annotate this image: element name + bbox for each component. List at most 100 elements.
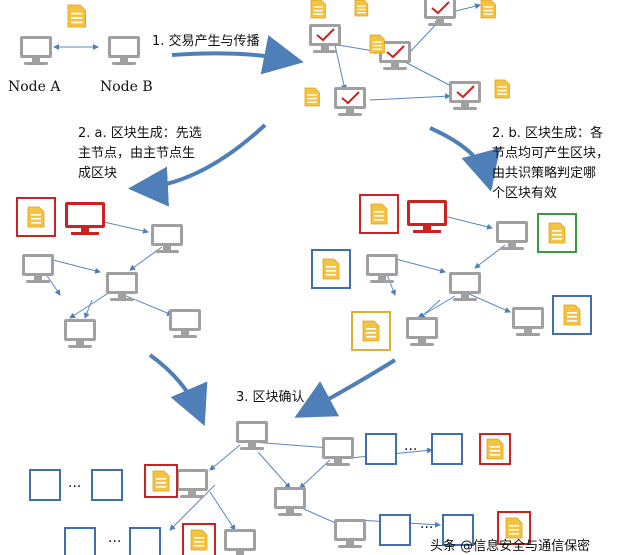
computer-icon (449, 272, 481, 301)
computer-icon (334, 519, 366, 548)
step2b-line1: 2. b. 区块生成：各 (492, 125, 603, 141)
document-icon (362, 320, 380, 342)
curved-arrow-icon (171, 35, 304, 75)
block-box-icon (359, 194, 399, 234)
link-arrow (69, 291, 111, 319)
node-a-label: Node A (8, 79, 61, 95)
link-arrow (334, 44, 347, 91)
step3-label: 3. 区块确认 (236, 390, 305, 405)
computer-icon (309, 24, 341, 53)
curved-arrow-icon (148, 353, 208, 427)
checkmark-icon (456, 85, 475, 99)
link-arrow (474, 244, 506, 269)
document-icon (494, 79, 510, 99)
node-b-label: Node B (100, 79, 153, 95)
document-icon (505, 517, 523, 539)
block-box-icon (365, 433, 397, 465)
block-box-icon (379, 514, 411, 546)
chain-ellipsis: ··· (420, 520, 433, 536)
chain-ellipsis: ··· (404, 442, 417, 458)
computer-icon (236, 421, 268, 450)
computer-icon (64, 319, 96, 348)
computer-icon (334, 87, 366, 116)
computer-icon (106, 272, 138, 301)
checkmark-icon (341, 91, 360, 105)
chain-ellipsis: ··· (108, 534, 121, 550)
link-arrow (209, 444, 241, 471)
computer-icon (108, 36, 140, 65)
step2b-line2: 节点均可产生区块， (492, 146, 609, 161)
computer-icon (22, 254, 54, 283)
document-icon (152, 470, 170, 492)
link-arrow (169, 484, 216, 531)
computer-icon (512, 307, 544, 336)
block-box-icon (311, 249, 351, 289)
link-arrow (404, 61, 456, 89)
computer-icon (496, 221, 528, 250)
computer-icon (379, 41, 411, 70)
chain-ellipsis: ··· (68, 479, 81, 495)
step2a-line2: 主节点，由主节点生 (78, 146, 195, 161)
computer-icon (224, 529, 256, 555)
document-icon (548, 222, 566, 244)
node-computer-icon (407, 200, 447, 233)
block-box-icon (552, 295, 592, 335)
link-arrow (439, 214, 493, 230)
computer-icon (406, 317, 438, 346)
document-icon (563, 304, 581, 326)
block-box-icon (64, 527, 96, 555)
computer-icon (20, 36, 52, 65)
computer-icon (274, 487, 306, 516)
link-arrow (257, 451, 291, 489)
step2a-line3: 成区块 (78, 166, 117, 181)
document-icon (486, 438, 504, 460)
block-box-icon (91, 469, 123, 501)
computer-icon (151, 224, 183, 253)
checkmark-icon (431, 1, 450, 15)
step2b-line3: 由共识策略判定哪 (492, 165, 596, 181)
checkmark-icon (316, 28, 335, 42)
link-arrow (391, 257, 446, 274)
document-icon (304, 87, 320, 107)
watermark: 头条 @信息安全与通信保密 (430, 538, 590, 554)
link-arrow (369, 93, 451, 101)
document-icon (480, 0, 496, 19)
computer-icon (176, 469, 208, 498)
link-arrow (417, 295, 456, 319)
computer-icon (322, 437, 354, 466)
curved-arrow-icon (128, 123, 267, 207)
document-icon (354, 0, 369, 17)
curved-arrow-icon (429, 126, 501, 192)
block-box-icon (129, 527, 161, 555)
computer-icon (449, 81, 481, 110)
step1-label: 1. 交易产生与传播 (152, 33, 260, 49)
document-icon (190, 529, 208, 551)
curved-arrow-icon (294, 358, 397, 418)
document-icon (322, 258, 340, 280)
document-icon (310, 0, 326, 19)
link-arrow (44, 257, 101, 274)
documents (16, 0, 592, 555)
link-arrow (84, 299, 93, 319)
computer-icon (169, 309, 201, 338)
checkmark-icon (386, 45, 405, 59)
computer-icon (366, 254, 398, 283)
leader-computer-icon (65, 202, 105, 235)
link-arrow (451, 3, 481, 13)
document-icon (67, 4, 86, 28)
step2a-line1: 2. a. 区块生成：先选 (78, 126, 202, 141)
computer-nodes (20, 0, 544, 555)
document-icon (370, 203, 388, 225)
block-box-icon (431, 433, 463, 465)
link-arrow (299, 459, 331, 489)
flow-arrows (128, 35, 501, 427)
computer-icon (424, 0, 456, 26)
document-icon (27, 206, 45, 228)
step2b-line4: 个区块有效 (492, 186, 557, 201)
document-icon (369, 34, 385, 54)
link-arrow (209, 491, 236, 531)
block-box-icon (29, 469, 61, 501)
block-box-icon (442, 514, 474, 546)
